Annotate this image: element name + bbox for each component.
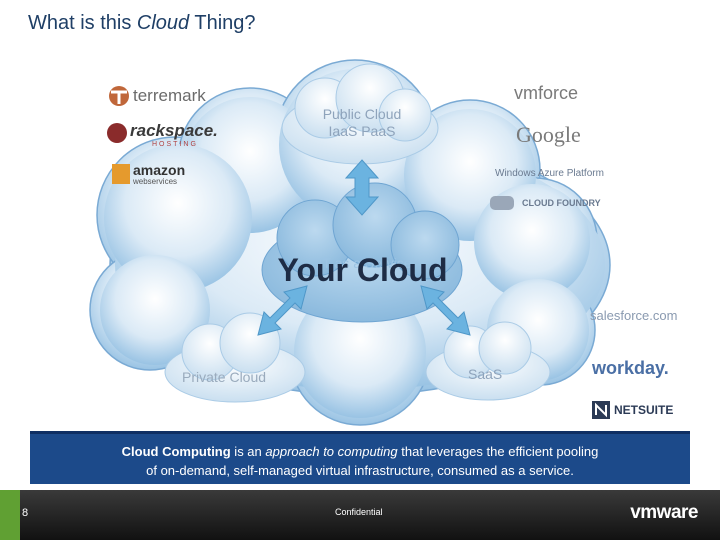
amazon-sub: webservices (133, 177, 185, 186)
terremark-icon (109, 86, 129, 106)
vmforce-logo: vmforce (514, 83, 578, 104)
amazon-icon (112, 164, 130, 184)
vmware-logo: vmware (630, 502, 698, 524)
rackspace-sub: HOSTING (152, 141, 218, 148)
definition-line1: Cloud Computing is an approach to comput… (30, 442, 690, 461)
workday-logo: workday. (592, 358, 669, 379)
definition-term: Cloud Computing (122, 444, 231, 459)
terremark-logo: terremark (133, 86, 206, 106)
netsuite-logo: NETSUITE (614, 403, 673, 417)
public-cloud-line2: IaaS PaaS (300, 123, 424, 140)
amazon-logo: amazon webservices (133, 164, 185, 186)
page-number: 8 (22, 507, 28, 519)
confidential-label: Confidential (335, 507, 383, 517)
definition-line2: of on-demand, self-managed virtual infra… (30, 461, 690, 480)
public-cloud-line1: Public Cloud (300, 106, 424, 123)
cloudfoundry-icon (490, 196, 514, 210)
cloudfoundry-logo: CLOUD FOUNDRY (522, 198, 601, 208)
definition-part1: is an (231, 444, 266, 459)
public-cloud-label: Public Cloud IaaS PaaS (300, 106, 424, 140)
netsuite-icon (592, 401, 610, 419)
footer-bar: 8 Confidential vmware (0, 490, 720, 540)
rackspace-logo: rackspace. HOSTING (130, 121, 218, 148)
rackspace-text: rackspace. (130, 121, 218, 141)
amazon-text: amazon (133, 164, 185, 177)
definition-italic: approach to computing (265, 444, 397, 459)
google-logo: Google (516, 122, 581, 148)
azure-logo: Windows Azure Platform (495, 168, 604, 179)
center-cloud-label: Your Cloud (240, 252, 485, 289)
rackspace-icon (107, 123, 127, 143)
private-cloud-label: Private Cloud (182, 369, 266, 385)
saas-cloud-label: SaaS (468, 366, 502, 382)
definition-part2: that leverages the efficient pooling (398, 444, 599, 459)
definition-banner: Cloud Computing is an approach to comput… (30, 431, 690, 484)
footer-accent (0, 490, 20, 540)
salesforce-logo: salesforce.com (590, 308, 677, 323)
